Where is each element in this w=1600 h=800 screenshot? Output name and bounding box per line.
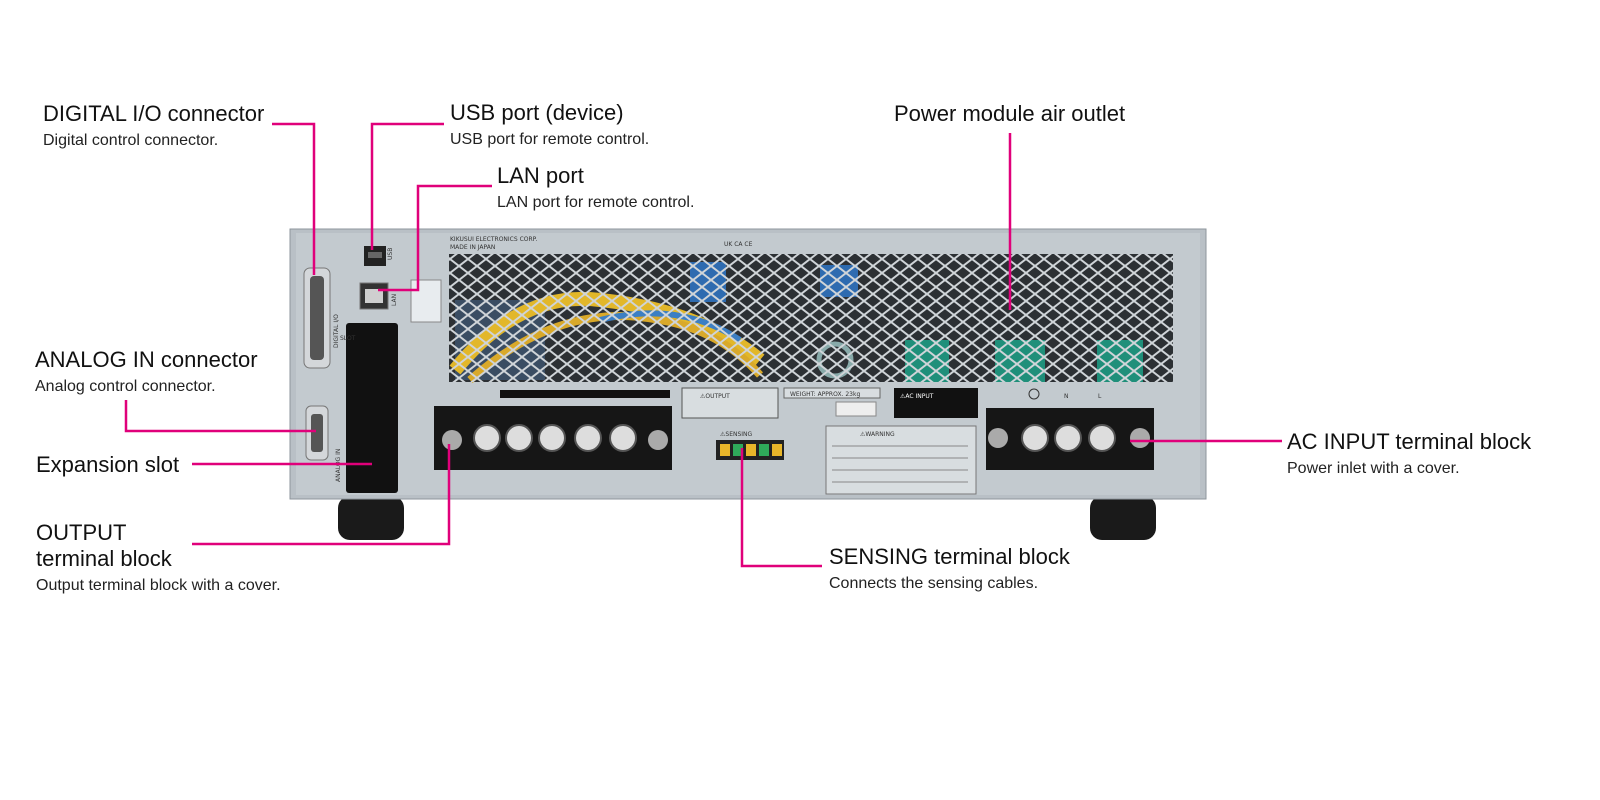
ac-input-title: AC INPUT terminal block — [1287, 429, 1532, 454]
callout-sensing: SENSING terminal block Connects the sens… — [829, 544, 1070, 594]
digital-io-desc: Digital control connector. — [43, 132, 219, 149]
callout-output: OUTPUT terminal block Output terminal bl… — [36, 520, 281, 596]
expansion-slot[interactable] — [346, 323, 398, 493]
sensing-title: SENSING terminal block — [829, 544, 1070, 569]
digital-io-label: DIGITAL I/O — [333, 314, 340, 348]
analog-in-title: ANALOG IN connector — [35, 347, 258, 372]
weight-label: WEIGHT: APPROX. 23kg — [790, 391, 860, 398]
ac-l-label: L — [1098, 393, 1102, 400]
manufacturer-text: KIKUSUI ELECTRONICS CORP. — [450, 236, 537, 243]
left-foot — [338, 496, 404, 540]
digital-io-title: DIGITAL I/O connector — [43, 101, 265, 126]
lan-title: LAN port — [497, 163, 584, 188]
output-desc: Output terminal block with a cover. — [36, 577, 281, 594]
ac-input-label: ⚠AC INPUT — [900, 393, 934, 400]
callout-lan: LAN port LAN port for remote control. — [497, 163, 694, 213]
made-in-text: MADE IN JAPAN — [450, 244, 495, 251]
certification-marks: UK CA CE — [724, 241, 753, 248]
sensing-label: ⚠SENSING — [720, 431, 753, 438]
callout-digital-io: DIGITAL I/O connector Digital control co… — [43, 101, 264, 151]
lan-label: LAN — [391, 294, 398, 306]
usb-title: USB port (device) — [450, 100, 624, 125]
output-label: ⚠OUTPUT — [700, 393, 730, 400]
callout-usb: USB port (device) USB port for remote co… — [450, 100, 649, 150]
callout-analog-in: ANALOG IN connector Analog control conne… — [35, 347, 258, 397]
lan-desc: LAN port for remote control. — [497, 194, 695, 211]
slot-label: SLOT — [340, 335, 356, 342]
output-terminal-block[interactable] — [434, 406, 672, 470]
usb-label: USB — [387, 248, 394, 260]
output-title: OUTPUT terminal block — [36, 520, 172, 571]
callout-expansion: Expansion slot — [36, 452, 179, 478]
sensing-desc: Connects the sensing cables. — [829, 575, 1039, 592]
right-foot — [1090, 496, 1156, 540]
sensing-terminal-block[interactable] — [716, 440, 784, 460]
expansion-title: Expansion slot — [36, 452, 180, 477]
ac-input-desc: Power inlet with a cover. — [1287, 460, 1460, 477]
usb-desc: USB port for remote control. — [450, 131, 650, 148]
callout-ac-input: AC INPUT terminal block Power inlet with… — [1287, 429, 1531, 479]
warning-label: ⚠WARNING — [860, 431, 895, 438]
callout-air-outlet: Power module air outlet — [894, 101, 1125, 127]
ac-n-label: N — [1064, 393, 1069, 400]
slot-analog-label: ANALOG IN — [335, 449, 342, 482]
ac-input-terminal-block[interactable] — [986, 408, 1154, 470]
air-outlet-title: Power module air outlet — [894, 101, 1126, 126]
analog-in-desc: Analog control connector. — [35, 378, 216, 395]
